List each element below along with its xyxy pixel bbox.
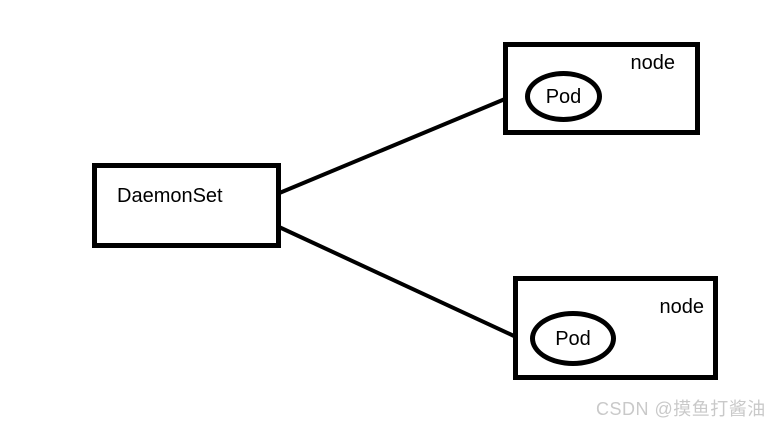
node-top-label: node (630, 52, 676, 74)
pod-top-label: Pod (545, 85, 582, 108)
pod-ellipse-top: Pod (525, 71, 602, 122)
daemonset-label: DaemonSet (117, 185, 223, 207)
csdn-watermark: CSDN @摸鱼打酱油 (596, 399, 766, 419)
connector-line-daemonset-to-node-bottom (278, 225, 515, 338)
daemonset-box: DaemonSet (92, 163, 281, 248)
node-bottom-label: node (659, 296, 705, 318)
pod-ellipse-bottom: Pod (530, 311, 616, 366)
connector-line-daemonset-to-node-top (276, 97, 506, 196)
pod-bottom-label: Pod (555, 327, 591, 350)
